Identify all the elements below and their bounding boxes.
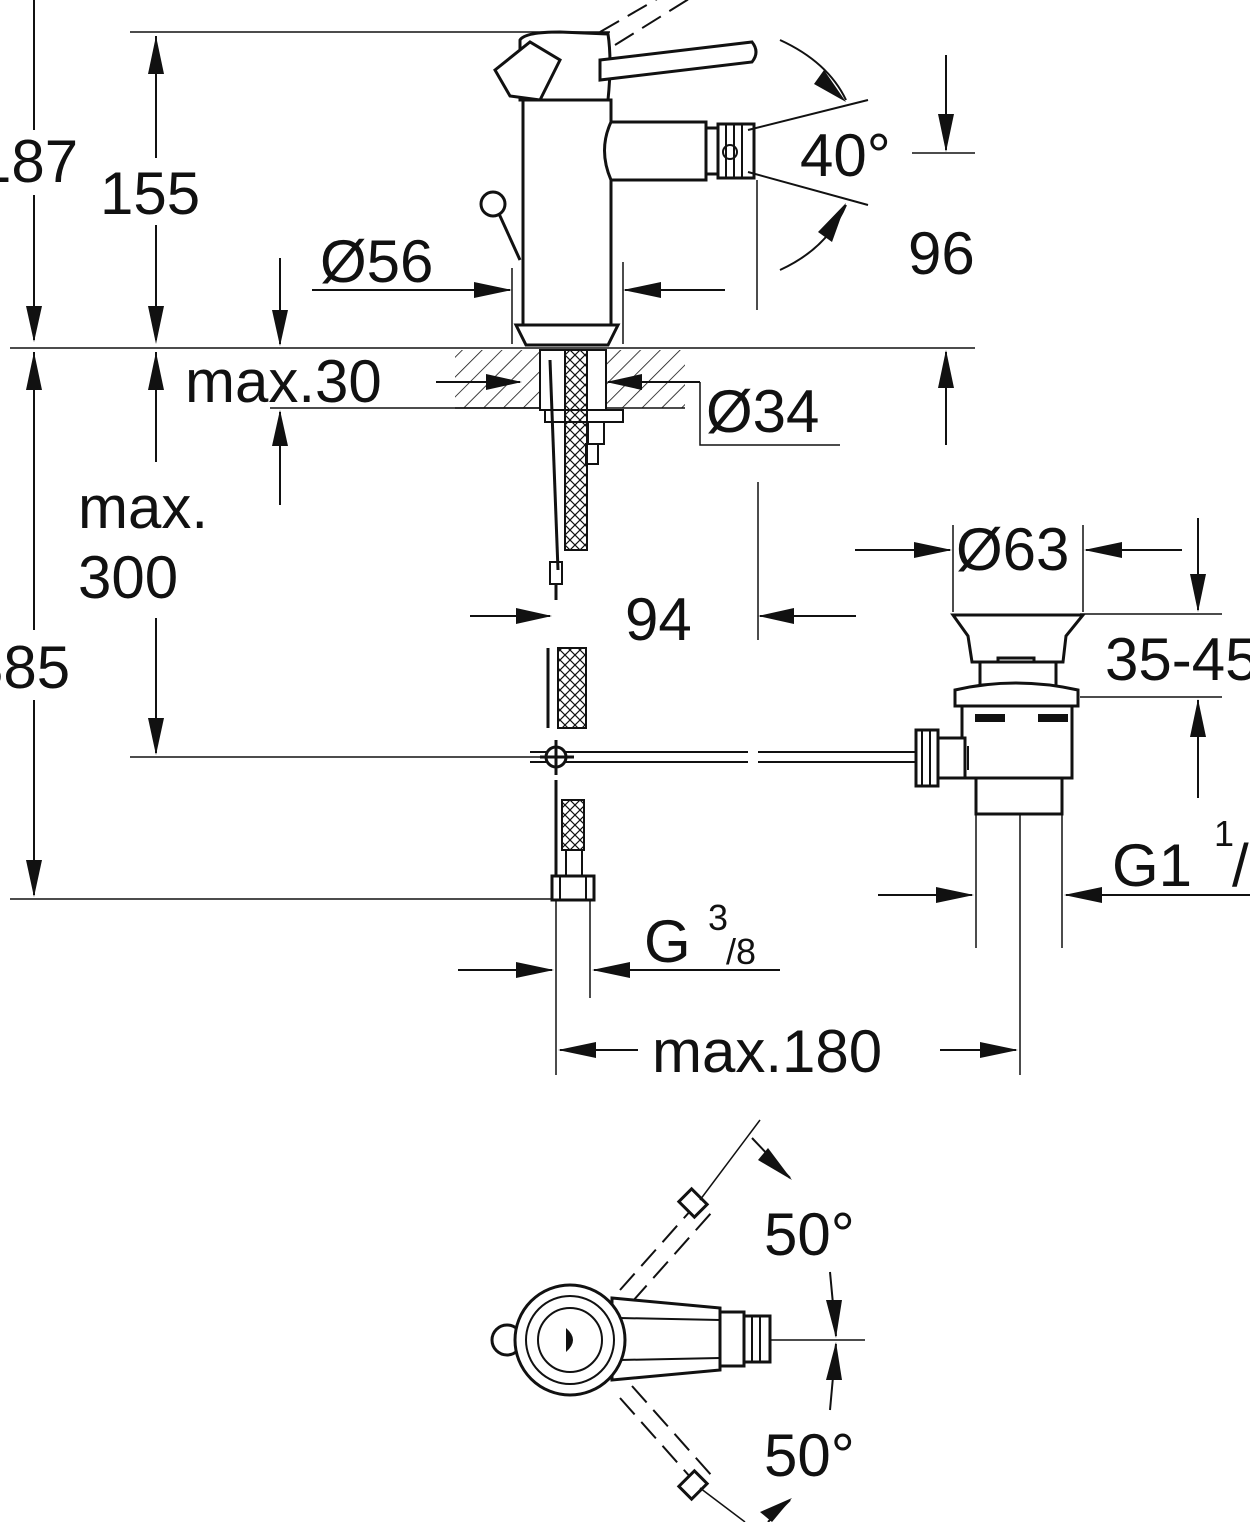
dim-label-94: 94 [625, 586, 692, 653]
dim-label-o63: Ø63 [956, 516, 1069, 583]
dim-label-g38-den: /8 [726, 931, 756, 972]
dim-label-96: 96 [908, 220, 975, 287]
dim-label-max30: max.30 [185, 348, 382, 415]
dim-label-g1-den: / [1232, 832, 1249, 899]
dim-max30: max.30 [185, 258, 382, 505]
dim-label-max: max. [78, 474, 208, 541]
dim-g-three-eighths: G 3 /8 [458, 897, 780, 978]
dim-50deg-lower: 50° [760, 1342, 855, 1522]
dim-94: 94 [470, 482, 856, 653]
dim-40deg: 40° [747, 39, 891, 271]
dim-label-g38-num: 3 [708, 897, 728, 938]
dim-label-o56: Ø56 [320, 228, 433, 295]
dim-label-g1-num: 1 [1214, 813, 1234, 854]
dim-label-385: 385 [0, 634, 70, 701]
dim-50deg-upper: 50° [751, 1137, 855, 1338]
dim-max300: max. 300 [78, 352, 208, 755]
tap-body [479, 0, 758, 347]
popup-rod [530, 740, 918, 775]
dim-187: 187 [0, 0, 78, 342]
dim-label-35-45: 35-45 [1105, 626, 1250, 693]
dim-label-40deg: 40° [800, 122, 891, 189]
dim-35-45: 35-45 [1080, 518, 1250, 798]
top-view [490, 1119, 865, 1522]
dim-o56: Ø56 [312, 228, 725, 344]
dim-max180: max.180 [558, 1018, 1018, 1085]
dim-155: 155 [100, 36, 200, 344]
dim-label-max180: max.180 [652, 1018, 882, 1085]
dim-g1-quarter: G1 1 / [878, 813, 1250, 903]
dim-label-187: 187 [0, 128, 78, 195]
waste-fitting [914, 613, 1087, 1075]
dim-385: 385 [0, 352, 70, 897]
dim-label-o34: Ø34 [706, 378, 819, 445]
shank-and-hoses [539, 349, 624, 1075]
deck-section [455, 350, 685, 409]
dim-label-50deg-lower: 50° [764, 1422, 855, 1489]
dim-label-g1: G1 [1112, 832, 1192, 899]
dim-label-g38: G [644, 908, 691, 975]
dim-o34: Ø34 [436, 374, 840, 446]
dim-label-155: 155 [100, 160, 200, 227]
dim-label-300: 300 [78, 544, 178, 611]
dim-o63: Ø63 [855, 516, 1182, 612]
dim-96: 96 [756, 55, 975, 445]
reference-lines [10, 31, 975, 900]
dim-label-50deg-upper: 50° [764, 1201, 855, 1268]
